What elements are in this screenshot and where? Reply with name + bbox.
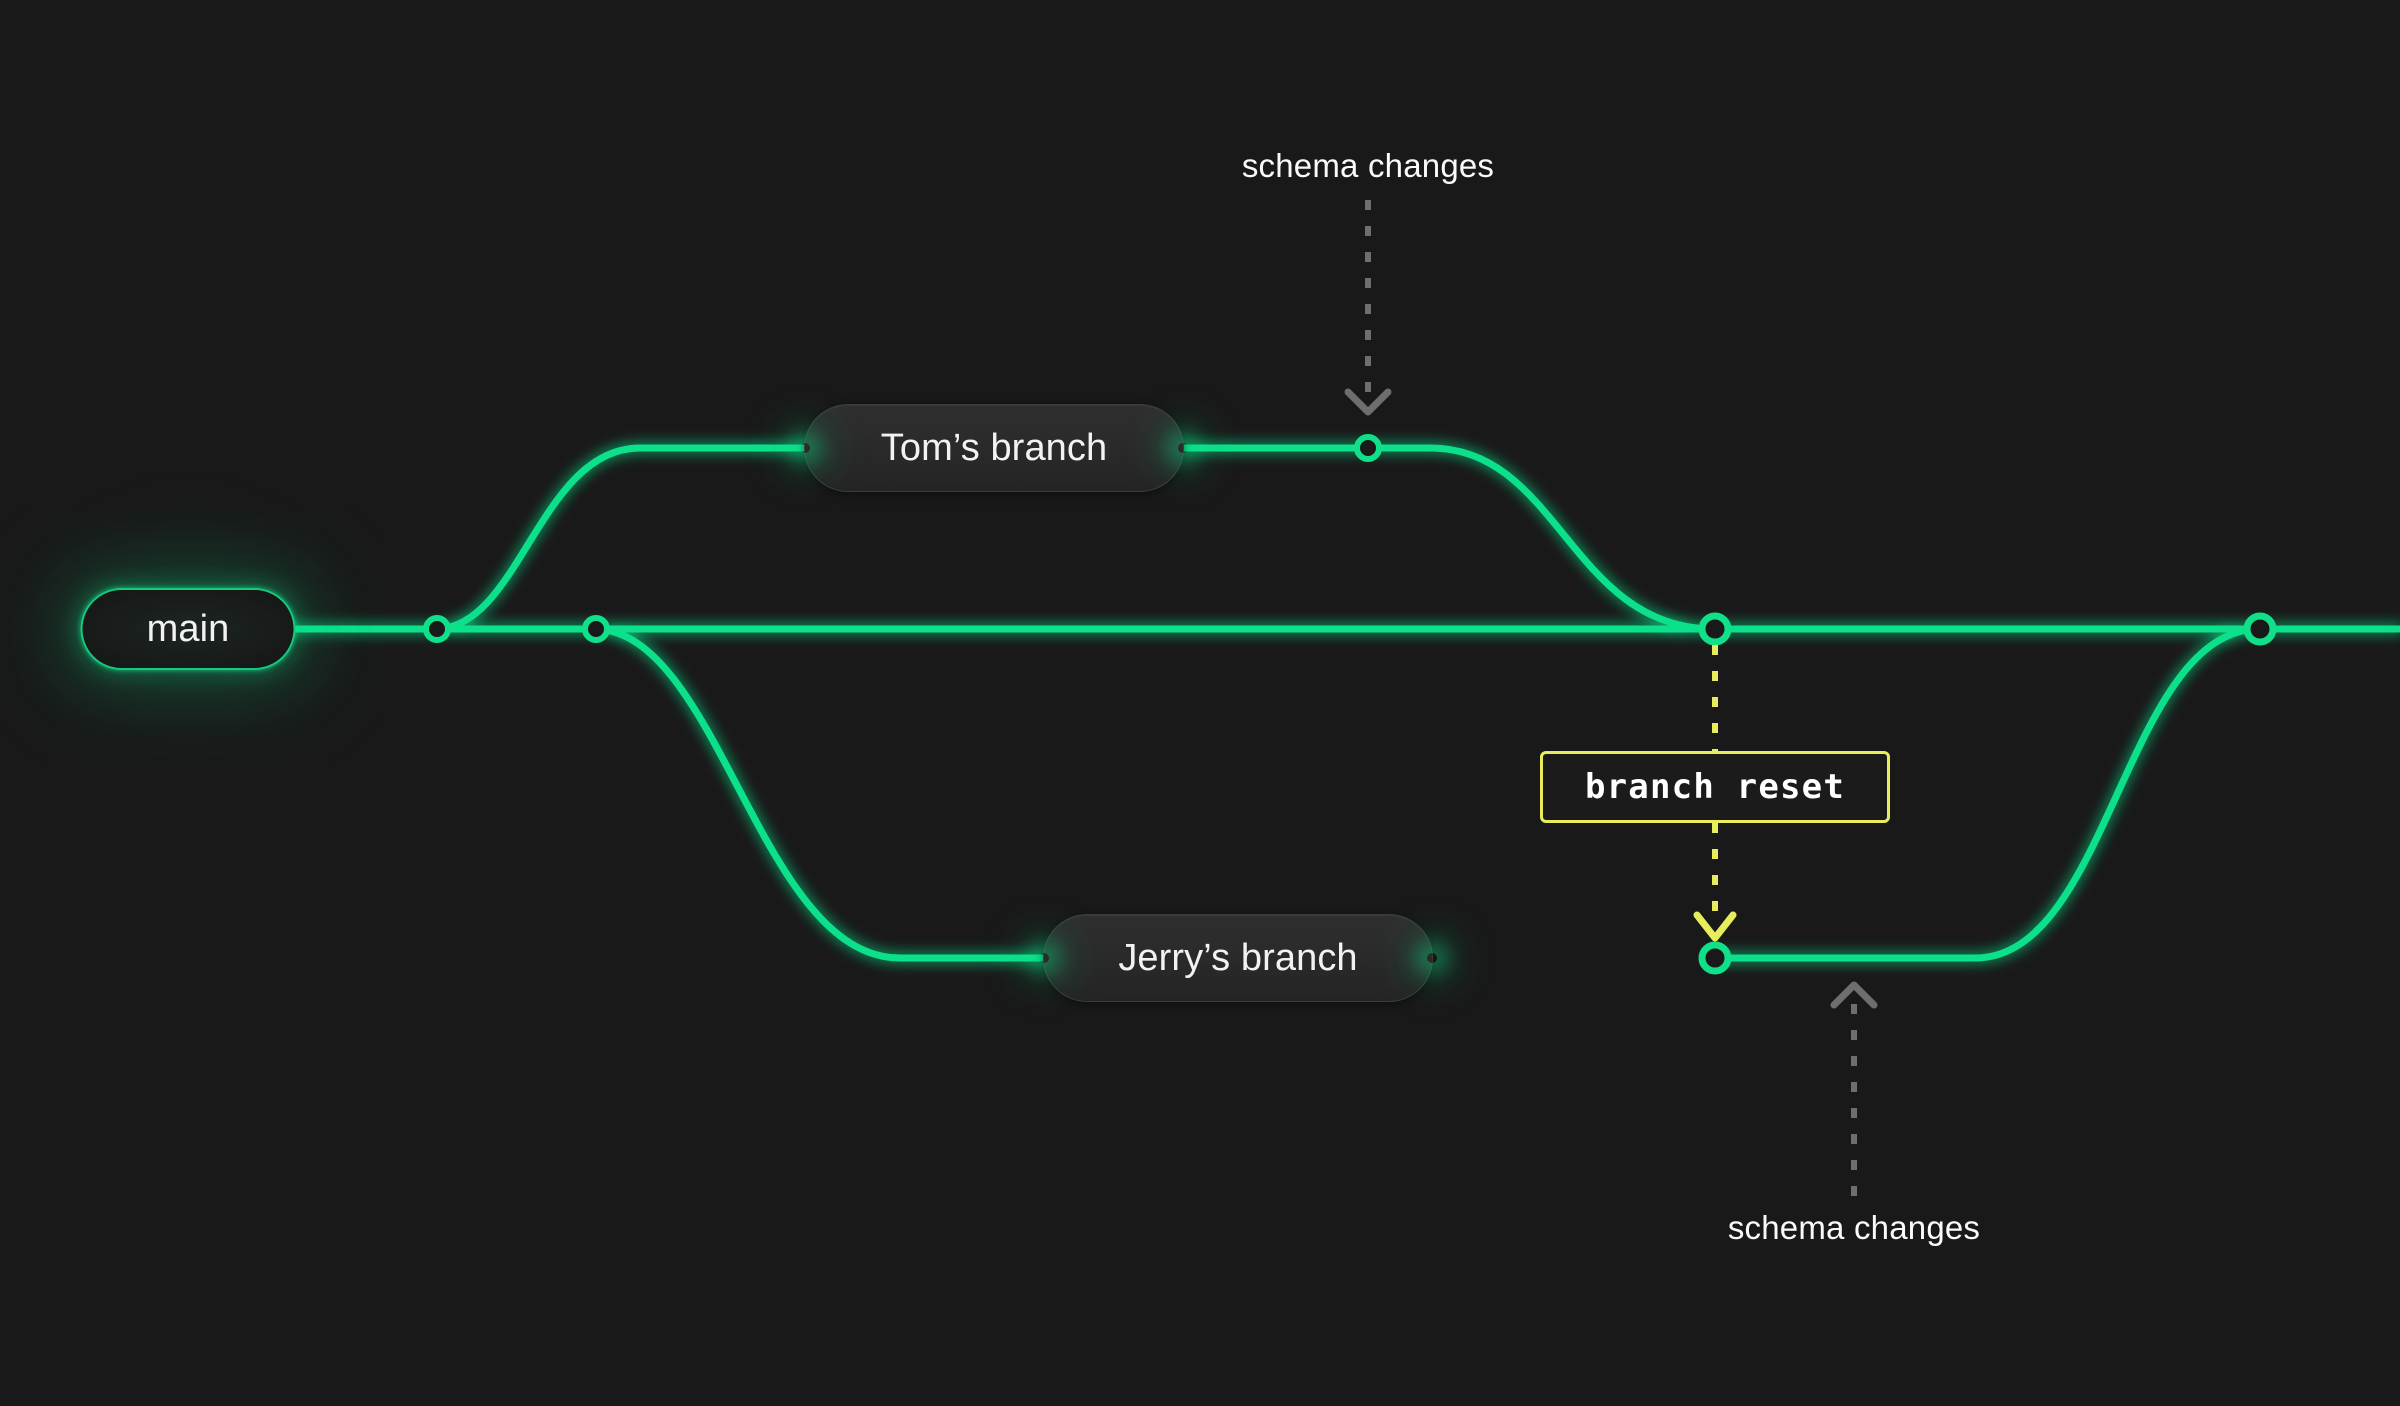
annotation-schema-changes-bottom: schema changes (1728, 1209, 1980, 1247)
branch-reset-arrow (1693, 645, 1737, 942)
commit-node-merge-reset[interactable] (1698, 612, 1732, 646)
commit-node-tom[interactable] (1354, 434, 1382, 462)
branch-pill-main[interactable]: main (80, 588, 296, 670)
schema-changes-bottom-arrow (1830, 981, 1878, 1196)
tom-branch-fork (433, 444, 814, 633)
commit-node-jerry-remerge[interactable] (2243, 612, 2277, 646)
schema-changes-top-arrow (1344, 200, 1392, 416)
jerry-branch-fork (592, 625, 1049, 962)
branch-pill-tom[interactable]: Tom’s branch (804, 404, 1184, 492)
tom-branch-line (1180, 444, 1719, 633)
branch-pill-tom-label: Tom’s branch (880, 426, 1108, 469)
arrow-up-head-icon (1830, 981, 1878, 1009)
jerry-branch-line-reset (1711, 625, 2264, 962)
annotation-schema-changes-bottom-label: schema changes (1727, 1209, 1981, 1246)
branch-pill-main-label: main (146, 607, 230, 650)
branch-reset-arrow-head-icon (1693, 911, 1737, 942)
annotation-schema-changes-top: schema changes (1242, 147, 1494, 185)
commit-node-main-1[interactable] (423, 615, 451, 643)
branch-reset-callout-label: branch reset (1584, 767, 1846, 807)
commit-node-jerry-reset[interactable] (1698, 941, 1732, 975)
branch-reset-callout[interactable]: branch reset (1540, 751, 1890, 823)
commit-nodes (423, 434, 2277, 975)
arrow-down-head-icon (1344, 388, 1392, 416)
commit-node-main-2[interactable] (582, 615, 610, 643)
annotation-schema-changes-top-label: schema changes (1241, 147, 1495, 184)
branch-pill-jerry-label: Jerry’s branch (1118, 936, 1358, 979)
branch-pill-jerry[interactable]: Jerry’s branch (1043, 914, 1433, 1002)
